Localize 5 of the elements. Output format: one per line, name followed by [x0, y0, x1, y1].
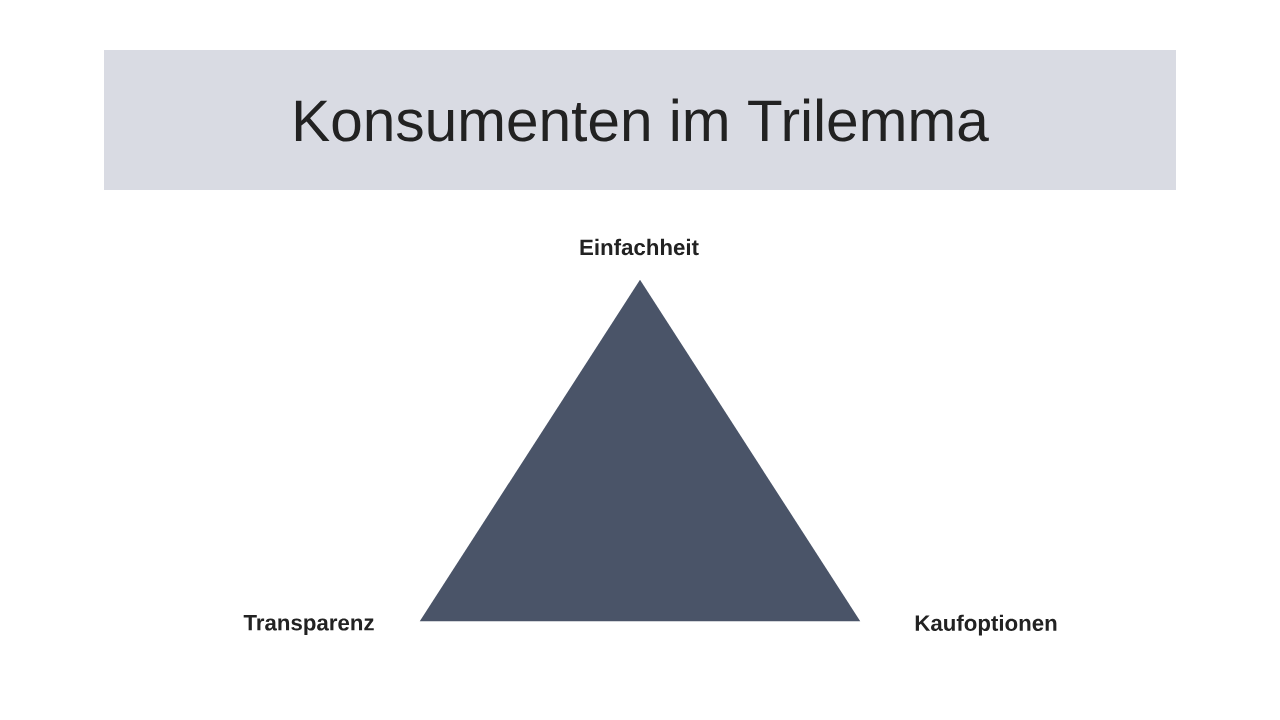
vertex-label: Einfachheit [580, 238, 699, 256]
vertex-label: Kaufoptionen [915, 614, 1057, 636]
vertex-label: Transparenz [243, 615, 374, 635]
title: Konsumenten im Trilemma [295, 98, 989, 142]
triangle [419, 279, 861, 622]
